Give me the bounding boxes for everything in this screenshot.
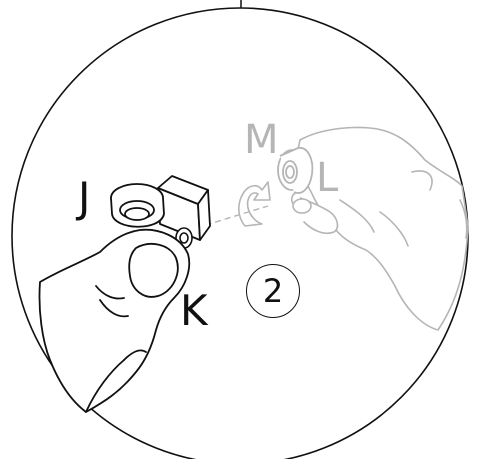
label-j: J [78, 177, 90, 219]
step-number-badge: 2 [246, 264, 300, 318]
label-m: M [244, 120, 279, 160]
faded-cap [278, 148, 312, 193]
curved-arrow-icon [239, 182, 270, 226]
hand [39, 230, 189, 412]
device-body [111, 176, 210, 240]
label-l: L [316, 158, 338, 198]
label-k: K [180, 290, 208, 332]
